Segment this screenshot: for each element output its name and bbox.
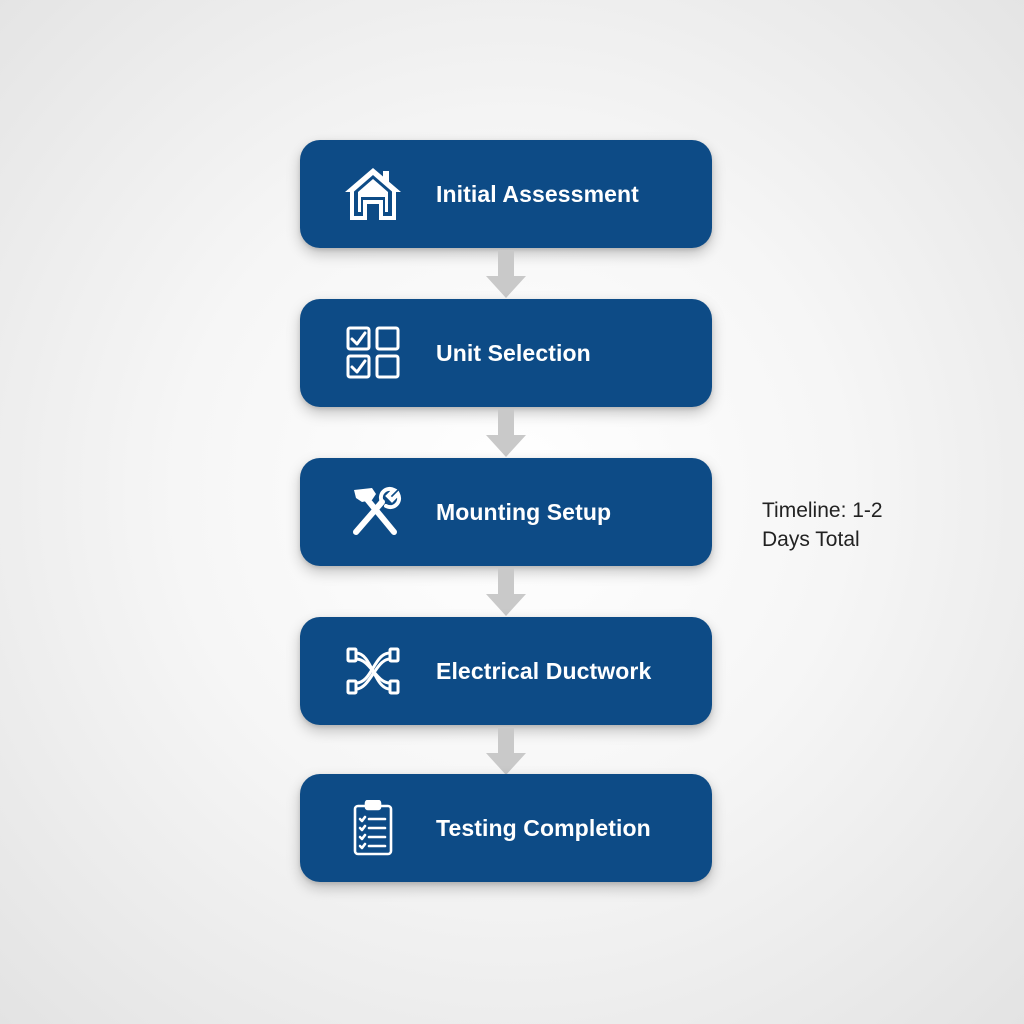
step-unit-selection: Unit Selection bbox=[300, 299, 712, 407]
step-label: Initial Assessment bbox=[436, 181, 639, 207]
step-testing-completion: Testing Completion bbox=[300, 774, 712, 882]
step-label: Testing Completion bbox=[436, 815, 651, 841]
house-icon bbox=[342, 166, 404, 222]
hammer-wrench-icon bbox=[342, 484, 404, 540]
arrow-down-icon bbox=[486, 568, 526, 618]
clipboard-checklist-icon bbox=[342, 800, 404, 856]
arrow-down-icon bbox=[486, 727, 526, 777]
step-label: Electrical Ductwork bbox=[436, 658, 652, 684]
timeline-line-1: Timeline: 1-2 bbox=[762, 499, 883, 522]
step-label: Unit Selection bbox=[436, 340, 591, 366]
step-electrical-ductwork: Electrical Ductwork bbox=[300, 617, 712, 725]
timeline-note: Timeline: 1-2 Days Total bbox=[762, 496, 962, 554]
step-initial-assessment: Initial Assessment bbox=[300, 140, 712, 248]
step-label: Mounting Setup bbox=[436, 499, 612, 525]
timeline-line-2: Days Total bbox=[762, 528, 860, 551]
step-mounting-setup: Mounting Setup bbox=[300, 458, 712, 566]
pipes-icon bbox=[342, 643, 404, 699]
checkbox-grid-icon bbox=[342, 325, 404, 381]
arrow-down-icon bbox=[486, 250, 526, 300]
arrow-down-icon bbox=[486, 409, 526, 459]
